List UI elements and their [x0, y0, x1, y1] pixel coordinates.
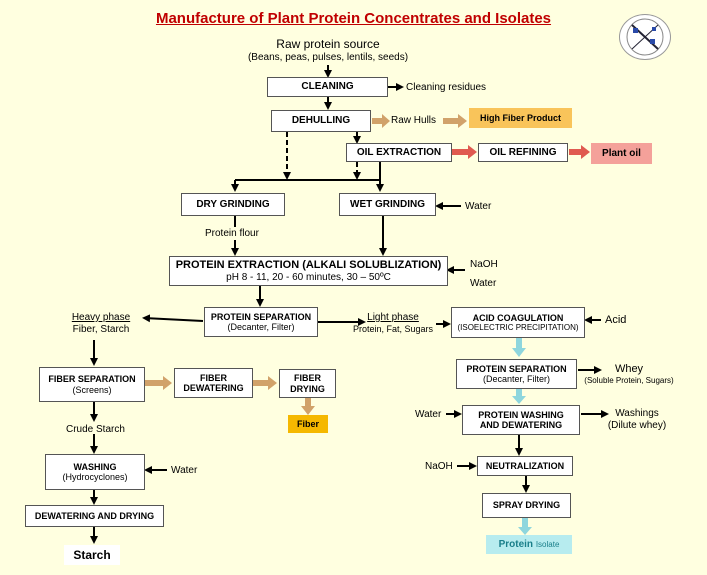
protein-washing-box: PROTEIN WASHING AND DEWATERING [462, 405, 580, 435]
raw-protein-source-examples: (Beans, peas, pulses, lentils, seeds) [247, 51, 409, 63]
water-wet-grinding-label: Water [465, 201, 492, 212]
fiber-dewatering-label: FIBER DEWATERING [183, 372, 244, 393]
protein-washing-label: PROTEIN WASHING AND DEWATERING [478, 409, 564, 430]
page-title: Manufacture of Plant Protein Concentrate… [155, 10, 552, 27]
protein-isolate-main-label: Protein [498, 539, 534, 550]
acid-label: Acid [605, 314, 627, 326]
light-phase-label: Light phase Protein, Fat, Sugars [346, 312, 440, 334]
neutralization-box: NEUTRALIZATION [477, 456, 573, 476]
washings-contents: (Dilute whey) [607, 419, 667, 431]
dewatering-drying-label: DEWATERING AND DRYING [34, 510, 155, 521]
washings-title: Washings [615, 408, 659, 419]
wet-grinding-box: WET GRINDING [339, 193, 436, 216]
oil-extraction-box: OIL EXTRACTION [346, 143, 452, 162]
protein-separation-equipment: (Decanter, Filter) [227, 322, 295, 332]
cleaning-box: CLEANING [267, 77, 388, 97]
plant-oil-product: Plant oil [591, 143, 652, 164]
dehulling-box: DEHULLING [271, 110, 371, 132]
protein-separation-label: PROTEIN SEPARATION [210, 311, 312, 322]
protein-isolate-product: Protein Isolate [486, 535, 572, 554]
protein-extraction-box: PROTEIN EXTRACTION (ALKALI SOLUBLIZATION… [169, 256, 448, 286]
raw-hulls-label: Raw Hulls [391, 115, 437, 126]
high-fiber-product: High Fiber Product [469, 108, 572, 128]
washings-label: Washings (Dilute whey) [604, 408, 670, 431]
washing-label: WASHING [73, 461, 117, 472]
naoh-extraction-label: NaOH [470, 259, 498, 270]
protein-separation-2-label: PROTEIN SEPARATION [466, 363, 567, 374]
water-extraction-label: Water [470, 278, 497, 289]
whey-title: Whey [614, 363, 644, 375]
protein-separation-box: PROTEIN SEPARATION (Decanter, Filter) [204, 307, 318, 337]
oil-extraction-label: OIL EXTRACTION [356, 146, 442, 158]
light-phase-contents: Protein, Fat, Sugars [352, 323, 434, 334]
heavy-phase-contents: Fiber, Starch [72, 323, 130, 335]
fiber-dewatering-box: FIBER DEWATERING [174, 368, 253, 398]
washing-equipment: (Hydrocyclones) [62, 472, 128, 482]
dry-grinding-label: DRY GRINDING [196, 198, 270, 210]
fiber-product: Fiber [288, 415, 328, 433]
fiber-separation-equipment: (Screens) [72, 384, 112, 395]
whey-contents: (Soluble Protein, Sugars) [584, 375, 674, 385]
fiber-drying-label: FIBER DRYING [290, 373, 325, 394]
heavy-phase-title: Heavy phase [71, 312, 131, 323]
acid-coagulation-label: ACID COAGULATION [472, 312, 564, 323]
spray-drying-box: SPRAY DRYING [482, 493, 571, 518]
wet-grinding-label: WET GRINDING [350, 198, 425, 210]
fiber-drying-box: FIBER DRYING [279, 369, 336, 398]
raw-protein-source-label: Raw protein source [276, 37, 380, 51]
protein-separation-2-box: PROTEIN SEPARATION (Decanter, Filter) [456, 359, 577, 389]
neutralization-label: NEUTRALIZATION [485, 460, 565, 471]
crude-starch-label: Crude Starch [66, 424, 125, 435]
light-phase-title: Light phase [367, 312, 419, 323]
protein-isolate-small-label: Isolate [535, 540, 560, 549]
fiber-separation-label: FIBER SEPARATION [48, 374, 136, 385]
washing-box: WASHING (Hydrocyclones) [45, 454, 145, 490]
heavy-phase-label: Heavy phase Fiber, Starch [64, 312, 138, 335]
cleaning-label: CLEANING [301, 81, 354, 93]
water-washing-label: Water [415, 409, 442, 420]
protein-extraction-conditions: pH 8 - 11, 20 - 60 minutes, 30 – 50ºC [226, 271, 391, 283]
high-fiber-product-label: High Fiber Product [480, 113, 561, 123]
logo-icon [619, 14, 671, 60]
whey-label: Whey (Soluble Protein, Sugars) [578, 363, 680, 385]
protein-extraction-label: PROTEIN EXTRACTION (ALKALI SOLUBLIZATION… [175, 258, 442, 271]
plant-oil-label: Plant oil [602, 148, 641, 159]
water-hydrocyclones-label: Water [171, 465, 198, 476]
protein-separation-2-equipment: (Decanter, Filter) [482, 374, 551, 384]
starch-product-label: Starch [73, 548, 111, 562]
raw-protein-source: Raw protein source (Beans, peas, pulses,… [228, 37, 428, 63]
dry-grinding-box: DRY GRINDING [181, 193, 285, 216]
dehulling-label: DEHULLING [291, 115, 351, 127]
naoh-neutral-label: NaOH [425, 461, 453, 472]
oil-refining-label: OIL REFINING [489, 146, 557, 158]
starch-product: Starch [64, 545, 120, 565]
fiber-separation-box: FIBER SEPARATION (Screens) [39, 367, 145, 402]
dewatering-drying-box: DEWATERING AND DRYING [25, 505, 164, 527]
oil-refining-box: OIL REFINING [478, 143, 568, 162]
protein-flour-label: Protein flour [205, 228, 259, 239]
spray-drying-label: SPRAY DRYING [492, 500, 561, 511]
acid-coagulation-box: ACID COAGULATION (ISOELECTRIC PRECIPITAT… [451, 307, 585, 338]
cleaning-residues-label: Cleaning residues [406, 82, 487, 93]
fiber-product-label: Fiber [296, 419, 319, 429]
acid-coagulation-detail: (ISOELECTRIC PRECIPITATION) [457, 323, 579, 333]
